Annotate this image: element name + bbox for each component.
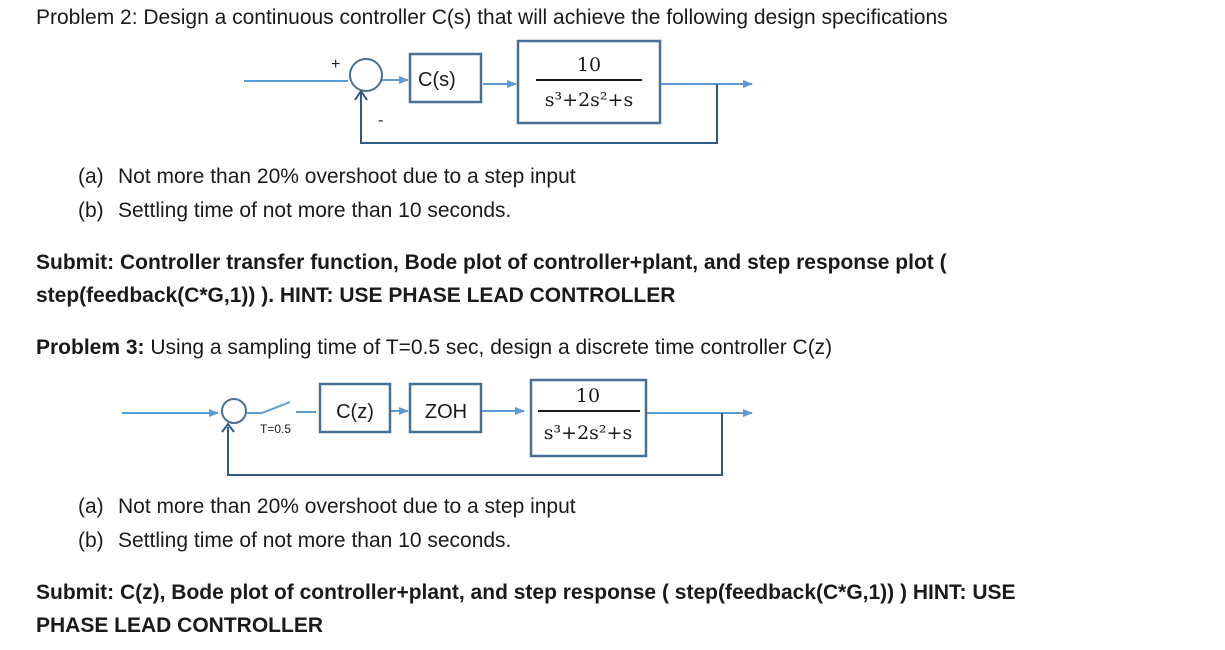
problem3-submit-line1: Submit: C(z), Bode plot of controller+pl…	[36, 581, 1016, 604]
minus-sign: -	[378, 112, 383, 129]
problem3-submit-line2: PHASE LEAD CONTROLLER	[36, 614, 324, 637]
sample-time-label: T=0.5	[260, 422, 291, 436]
plant-block	[529, 378, 648, 458]
problem2-submit-line2: step(feedback(C*G,1)) ). HINT: USE PHASE…	[36, 284, 676, 307]
problem3-heading: Problem 3: Using a sampling time of T=0.…	[36, 336, 833, 359]
sampler-switch	[261, 401, 291, 414]
controller-block	[408, 52, 483, 104]
controller-label: C(z)	[336, 401, 374, 423]
plus-sign: +	[331, 56, 340, 73]
controller-label: C(s)	[418, 69, 456, 91]
problem2-spec-a: (a)Not more than 20% overshoot due to a …	[78, 165, 576, 188]
problem2-block-diagram: + - C(s) 10 s³+2s²+s	[244, 39, 753, 144]
problem3-spec-b: (b)Settling time of not more than 10 sec…	[78, 529, 512, 552]
plant-denominator: s³+2s²+s	[544, 422, 632, 444]
problem2-spec-b: (b)Settling time of not more than 10 sec…	[78, 199, 512, 222]
zoh-label: ZOH	[425, 401, 467, 423]
problem3-spec-a: (a)Not more than 20% overshoot due to a …	[78, 495, 576, 518]
summing-junction	[349, 58, 383, 92]
plant-denominator: s³+2s²+s	[545, 89, 633, 111]
problem2-submit-line1: Submit: Controller transfer function, Bo…	[36, 251, 947, 274]
zoh-block	[408, 382, 483, 434]
plant-numerator: 10	[577, 54, 601, 76]
controller-block	[318, 382, 392, 434]
plant-block	[516, 39, 662, 125]
problem2-heading: Problem 2: Design a continuous controlle…	[36, 6, 948, 29]
feedback-path	[360, 84, 718, 144]
problem3-block-diagram: T=0.5 C(z) ZOH 10 s³+2s²+s	[122, 378, 753, 476]
plant-numerator: 10	[576, 385, 600, 407]
summing-junction	[221, 398, 247, 424]
feedback-path	[227, 413, 723, 476]
